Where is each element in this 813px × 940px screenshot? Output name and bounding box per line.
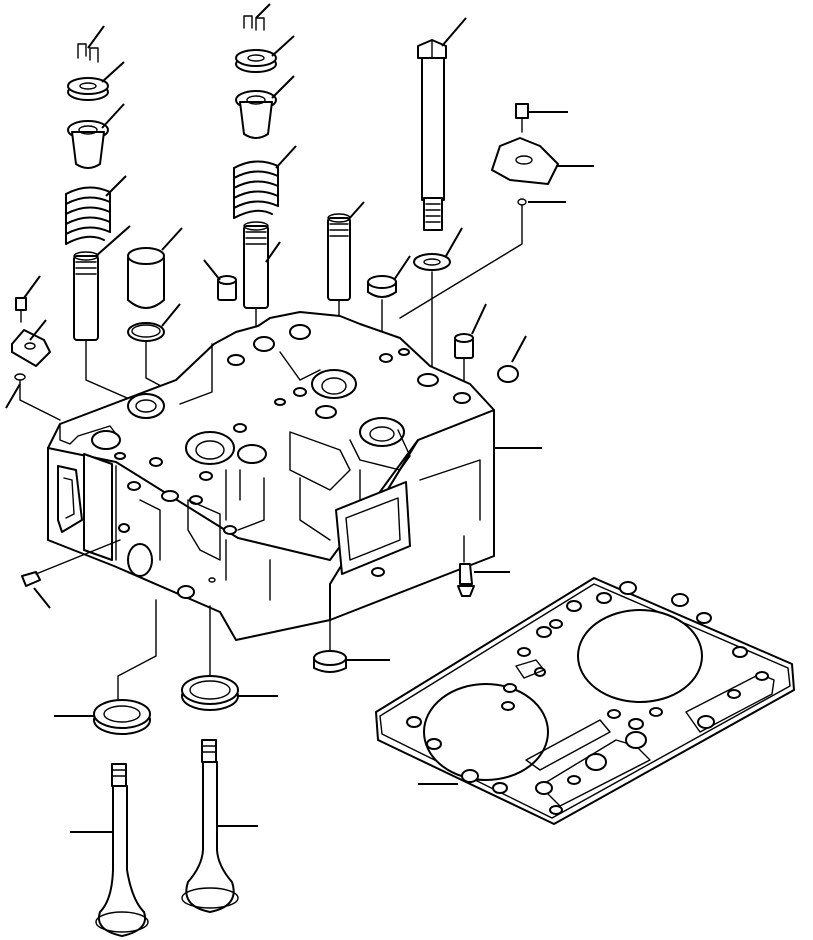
leader-line <box>6 384 20 408</box>
spring-retainer <box>68 121 108 168</box>
center-valve-stack <box>218 16 396 500</box>
leader-line <box>256 4 270 18</box>
valve-guide <box>74 252 98 340</box>
clamp-bolt-right <box>516 104 528 132</box>
clamp-right <box>492 138 558 184</box>
valve-guide-center <box>244 222 268 308</box>
cup-plug-bottom <box>314 651 346 672</box>
exhaust-valve <box>96 764 148 936</box>
leader-line <box>106 176 126 196</box>
leader-line <box>446 228 462 256</box>
leader-line <box>88 26 104 48</box>
leader-line <box>102 62 124 82</box>
valve-spring-center <box>234 161 278 218</box>
valve-spring <box>66 187 110 244</box>
small-o-ring-right <box>518 199 526 205</box>
leader-line <box>102 104 124 128</box>
head-gasket <box>376 578 794 824</box>
expansion-plug-top <box>368 276 396 297</box>
pin-small <box>218 276 236 300</box>
left-valve-stack <box>12 44 210 420</box>
valve-seat-insert-right <box>182 676 238 710</box>
clamp-bolt-left <box>16 298 26 322</box>
front-face-details <box>58 454 270 600</box>
leader-line <box>34 588 50 608</box>
small-o-ring-left <box>15 374 25 380</box>
leader-line <box>472 304 486 334</box>
leader-line <box>162 228 182 250</box>
leader-lines <box>6 4 594 832</box>
leader-line <box>442 18 466 46</box>
leader-line <box>512 336 526 362</box>
head-bolt-washer <box>414 254 450 270</box>
dowel-pin <box>455 334 473 358</box>
clamp-left <box>12 330 50 366</box>
leader-line <box>394 256 410 280</box>
leader-line <box>96 226 130 256</box>
cup-plug-side <box>498 366 518 382</box>
valve-guide-right <box>328 214 350 300</box>
o-ring <box>128 323 164 341</box>
valve-rotator <box>68 78 108 100</box>
leader-line <box>162 304 180 326</box>
leader-line <box>276 146 296 168</box>
side-face-details <box>336 460 480 576</box>
spring-retainer-center <box>236 91 276 138</box>
leader-line <box>30 320 46 340</box>
intake-valve <box>182 740 238 912</box>
injector-sleeve <box>128 248 164 308</box>
plug-screw <box>22 540 120 586</box>
head-bolt <box>418 40 446 230</box>
valve-rotator-center <box>236 50 276 72</box>
valve-keeper-center <box>244 16 264 30</box>
leader-line <box>272 36 294 56</box>
valve-seat-insert-left <box>94 700 150 734</box>
leader-line <box>204 260 220 280</box>
fitting-side <box>458 536 474 596</box>
top-deck-details <box>60 325 470 540</box>
leader-line <box>24 276 40 298</box>
leader-line <box>272 76 294 98</box>
leader-line <box>348 202 364 220</box>
cylinder-head <box>48 312 494 640</box>
leader-line <box>266 242 280 262</box>
valve-keeper <box>78 44 98 62</box>
